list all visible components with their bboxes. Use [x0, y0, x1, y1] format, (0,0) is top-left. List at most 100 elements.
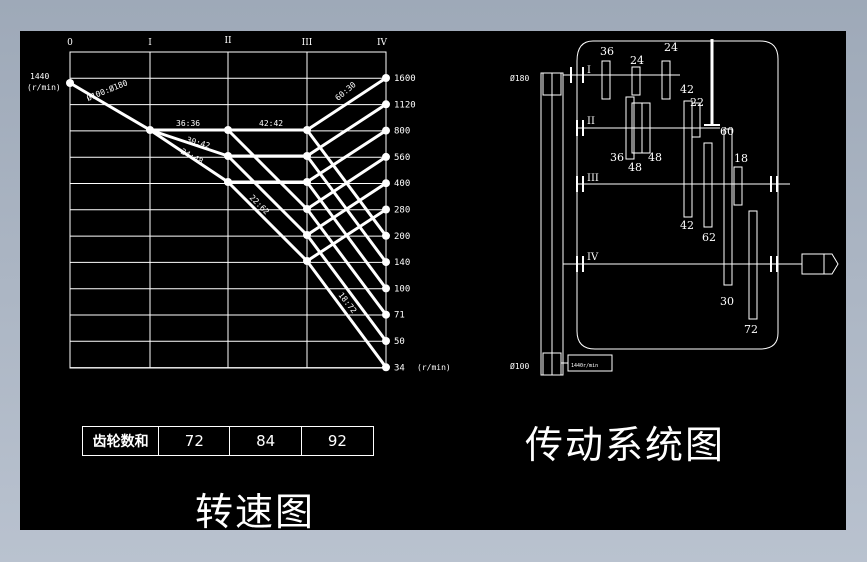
line-pulley: [68, 81, 152, 132]
line-60-30: [305, 76, 388, 132]
node-iv: [382, 74, 390, 82]
node-ii-b: [224, 152, 232, 160]
line-22-62-c: [226, 180, 309, 263]
output-speed-label: 1120: [394, 100, 416, 110]
spindle-nose: [823, 253, 839, 275]
line-60-30: [305, 102, 388, 158]
output-speed-label: 560: [394, 153, 410, 163]
speed-chart-grid: [69, 51, 387, 369]
output-speed-label: 50: [394, 337, 405, 347]
shaft-label-ii: II: [224, 36, 232, 46]
output-speed-label: 34: [394, 363, 405, 373]
line-22-62-a: [226, 128, 309, 211]
node-iv: [382, 363, 390, 372]
node-iii-f: [303, 257, 311, 265]
gear-36-shaft-ii: [625, 96, 635, 160]
gear-teeth-24-i-a: 24: [630, 54, 644, 67]
line-22-62-b: [226, 154, 309, 237]
gear-42-shaft-ii: [683, 100, 693, 218]
gearbox-housing: [576, 40, 779, 350]
line-30-42: [148, 128, 230, 158]
ratio-label-42-42: 42:42: [259, 119, 283, 128]
node-i: [146, 126, 154, 134]
ratio-label-pulley: Ø100:Ø180: [85, 77, 129, 103]
node-ii-c: [224, 178, 232, 186]
drawing-svg: 0 I II III IV 1440 (r/min): [27, 36, 839, 376]
node-ii-a: [224, 126, 232, 134]
node-iii-b: [303, 152, 311, 160]
node-iii-d: [303, 205, 311, 213]
speed-paths: [68, 76, 388, 369]
drawing-canvas: 0 I II III IV 1440 (r/min): [20, 31, 846, 534]
node-iv: [382, 205, 390, 214]
gear-teeth-24-i-b: 24: [664, 41, 678, 54]
gear-sum-header: 齿轮数和: [83, 427, 160, 455]
gear-62-shaft-iii: [703, 142, 713, 228]
output-speed-label: 800: [394, 127, 410, 137]
transmission-diagram-title: 传动系统图: [525, 423, 726, 467]
node-iv: [382, 179, 390, 188]
gear-teeth-48-ii-a: 48: [628, 161, 642, 174]
gear-teeth-30-iv: 30: [720, 295, 734, 308]
gear-sum-value: 72: [159, 427, 231, 455]
pulley-top-label: Ø180: [510, 73, 529, 83]
gear-36-shaft-i: [601, 60, 611, 100]
gear-24-shaft-i-a: [631, 66, 641, 96]
output-speed-unit: (r/min): [417, 363, 451, 372]
gear-sum-value: 92: [327, 432, 347, 450]
node-iv: [382, 337, 390, 345]
node-iii-a: [303, 126, 311, 134]
output-speed-label: 200: [394, 232, 410, 242]
gear-24-shaft-i-b: [661, 60, 671, 100]
output-speed-label: 71: [394, 311, 405, 321]
line-18-72: [305, 259, 388, 369]
line-18-72: [305, 233, 388, 343]
gear-teeth-22-ii: 22: [690, 96, 704, 109]
gear-sum-value: 84: [230, 427, 302, 455]
spindle-body: [801, 253, 825, 275]
output-speed-label: 100: [394, 284, 410, 294]
ratio-label-24-48: 24:48: [179, 147, 205, 166]
trans-shaft-label-i: I: [587, 65, 591, 76]
node-input: [66, 79, 74, 87]
node-iv: [382, 152, 390, 161]
gear-teeth-62-iii: 62: [702, 231, 716, 244]
node-iv: [382, 310, 390, 319]
input-speed-label: 1440: [30, 72, 49, 81]
ratio-label-36-36: 36:36: [176, 119, 200, 128]
line-60-30: [305, 129, 388, 184]
line-60-30: [305, 155, 388, 211]
node-iv: [382, 231, 390, 240]
ratio-label-30-42: 30:42: [185, 135, 211, 150]
speed-nodes: [66, 74, 390, 372]
gear-teeth-60-iii: 60: [720, 125, 734, 138]
shaft-label-iii: III: [302, 38, 313, 48]
gear-teeth-42-iii: 42: [680, 219, 694, 232]
motor-label: 1440r/min: [571, 363, 598, 369]
gear-48-shaft-ii-b: [641, 102, 651, 154]
gear-teeth-18-iii: 18: [734, 152, 748, 165]
node-iii-e: [303, 231, 311, 239]
trans-shaft-label-ii: II: [587, 116, 595, 127]
node-iv: [382, 284, 390, 293]
shaft-label-iv: IV: [377, 38, 388, 48]
pulley-bottom-label: Ø100: [510, 361, 529, 371]
pulley-bottom: [542, 352, 562, 376]
trans-shaft-label-iv: IV: [587, 252, 599, 263]
output-speed-label: 280: [394, 206, 410, 216]
shaft-label-i: I: [148, 38, 152, 48]
gear-teeth-48-ii-b: 48: [648, 151, 662, 164]
gear-teeth-36-i: 36: [600, 45, 614, 58]
node-iv: [382, 100, 390, 109]
input-speed-unit: (r/min): [27, 83, 61, 92]
trans-shaft-label-iii: III: [587, 173, 599, 184]
pulley-top: [542, 72, 562, 96]
output-speed-label: 400: [394, 179, 410, 189]
gear-teeth-72-iv: 72: [744, 323, 758, 336]
gear-22-shaft-ii: [691, 102, 701, 138]
gear-60-shaft-iii: [723, 128, 733, 286]
node-iii-c: [303, 178, 311, 186]
transmission-diagram: [540, 40, 839, 376]
shaft-label-0: 0: [67, 38, 73, 48]
gear-72-shaft-iv: [748, 210, 758, 320]
